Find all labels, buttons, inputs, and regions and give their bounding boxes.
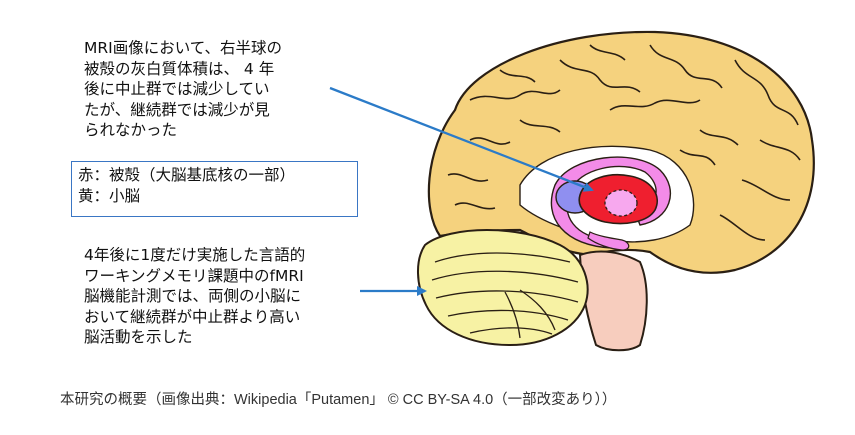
amygdala-tail	[587, 231, 630, 251]
legend-box: 赤：被殻（大脳基底核の一部） 黄：小脳	[71, 161, 358, 217]
sulci	[447, 44, 801, 241]
cerebellum-folia	[431, 252, 579, 339]
putamen-core	[604, 189, 638, 217]
putamen-finding-text: MRI画像において、右半球の 被殻の灰白質体積は、 4 年 後に中止群では減少し…	[84, 39, 282, 139]
legend-yellow: 黄：小脳	[78, 187, 141, 205]
legend-red: 赤：被殻（大脳基底核の一部）	[78, 166, 296, 184]
figure-caption: 本研究の概要（画像出典：Wikipedia「Putamen」 © CC BY-S…	[60, 392, 617, 408]
brainstem	[578, 250, 648, 352]
cerebellum-finding-text: 4年後に1度だけ実施した言語的 ワーキングメモリ課題中のfMRI 脳機能計測では…	[84, 246, 306, 346]
putamen-arrow	[329, 86, 594, 192]
cerebellum	[417, 229, 589, 347]
